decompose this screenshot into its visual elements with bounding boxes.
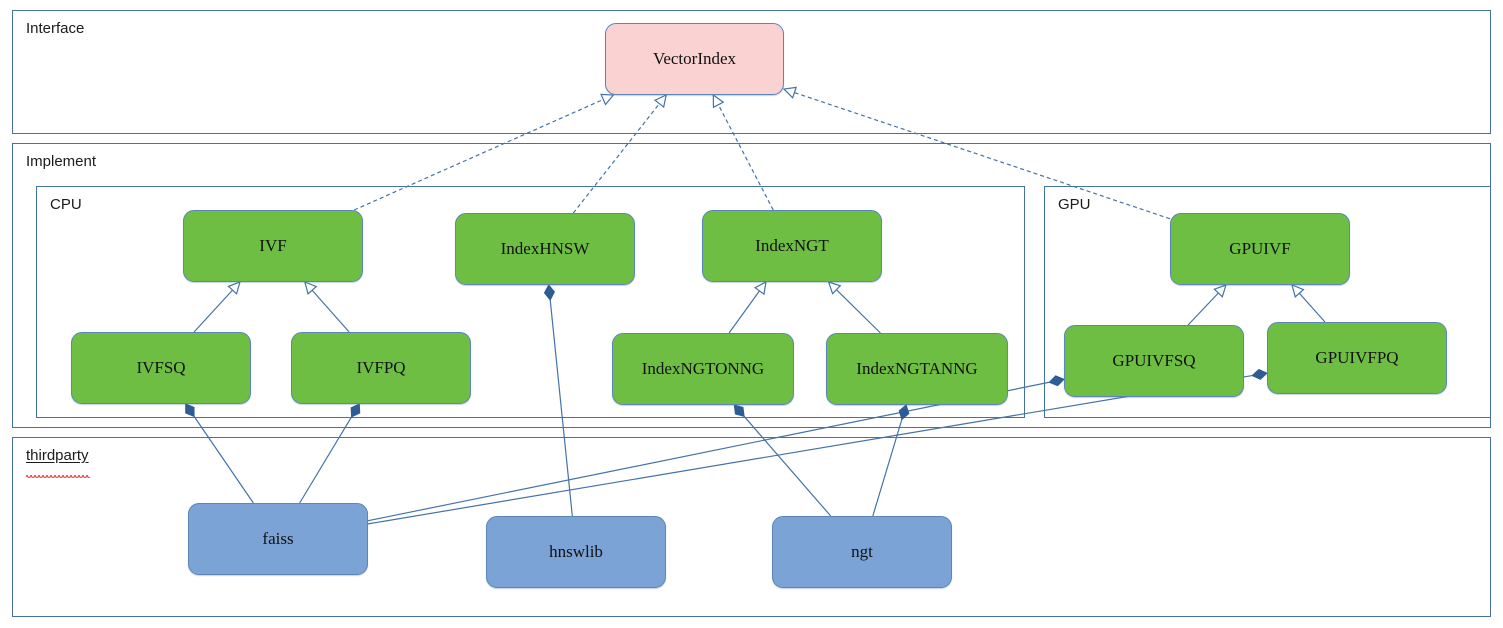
node-hnswlib[interactable]: hnswlib [486, 516, 666, 588]
node-label-ivfsq: IVFSQ [136, 357, 186, 377]
node-label-indexngt: IndexNGT [755, 235, 829, 255]
group-label-interface: Interface [26, 20, 85, 37]
node-gpuivf[interactable]: GPUIVF [1170, 213, 1350, 285]
node-vectorindex[interactable]: VectorIndex [605, 23, 784, 95]
node-label-faiss: faiss [262, 528, 294, 548]
group-label-gpu: GPU [1058, 196, 1091, 213]
node-gpuivfsq[interactable]: GPUIVFSQ [1064, 325, 1244, 397]
node-label-vectorindex: VectorIndex [652, 48, 737, 68]
node-indexngt[interactable]: IndexNGT [702, 210, 882, 282]
node-label-indexhnsw: IndexHNSW [500, 238, 590, 258]
group-label-cpu: CPU [50, 196, 82, 213]
node-label-gpuivf: GPUIVF [1229, 238, 1291, 258]
group-gpu [1044, 186, 1491, 418]
node-label-indexngtanng: IndexNGTANNG [856, 358, 978, 378]
node-gpuivfpq[interactable]: GPUIVFPQ [1267, 322, 1447, 394]
node-label-gpuivfsq: GPUIVFSQ [1112, 350, 1196, 370]
node-label-gpuivfpq: GPUIVFPQ [1315, 347, 1399, 367]
node-indexhnsw[interactable]: IndexHNSW [455, 213, 635, 285]
node-ngt[interactable]: ngt [772, 516, 952, 588]
node-indexngtonng[interactable]: IndexNGTONNG [612, 333, 794, 405]
node-label-ivf: IVF [259, 235, 287, 255]
node-ivf[interactable]: IVF [183, 210, 363, 282]
node-ivfpq[interactable]: IVFPQ [291, 332, 471, 404]
node-label-hnswlib: hnswlib [549, 541, 603, 561]
node-faiss[interactable]: faiss [188, 503, 368, 575]
node-indexngtanng[interactable]: IndexNGTANNG [826, 333, 1008, 405]
node-label-indexngtonng: IndexNGTONNG [641, 358, 765, 378]
node-label-ngt: ngt [851, 541, 873, 561]
group-label-thirdparty: thirdparty [26, 447, 89, 464]
node-label-ivfpq: IVFPQ [356, 357, 406, 377]
group-label-implement: Implement [26, 153, 97, 170]
node-ivfsq[interactable]: IVFSQ [71, 332, 251, 404]
